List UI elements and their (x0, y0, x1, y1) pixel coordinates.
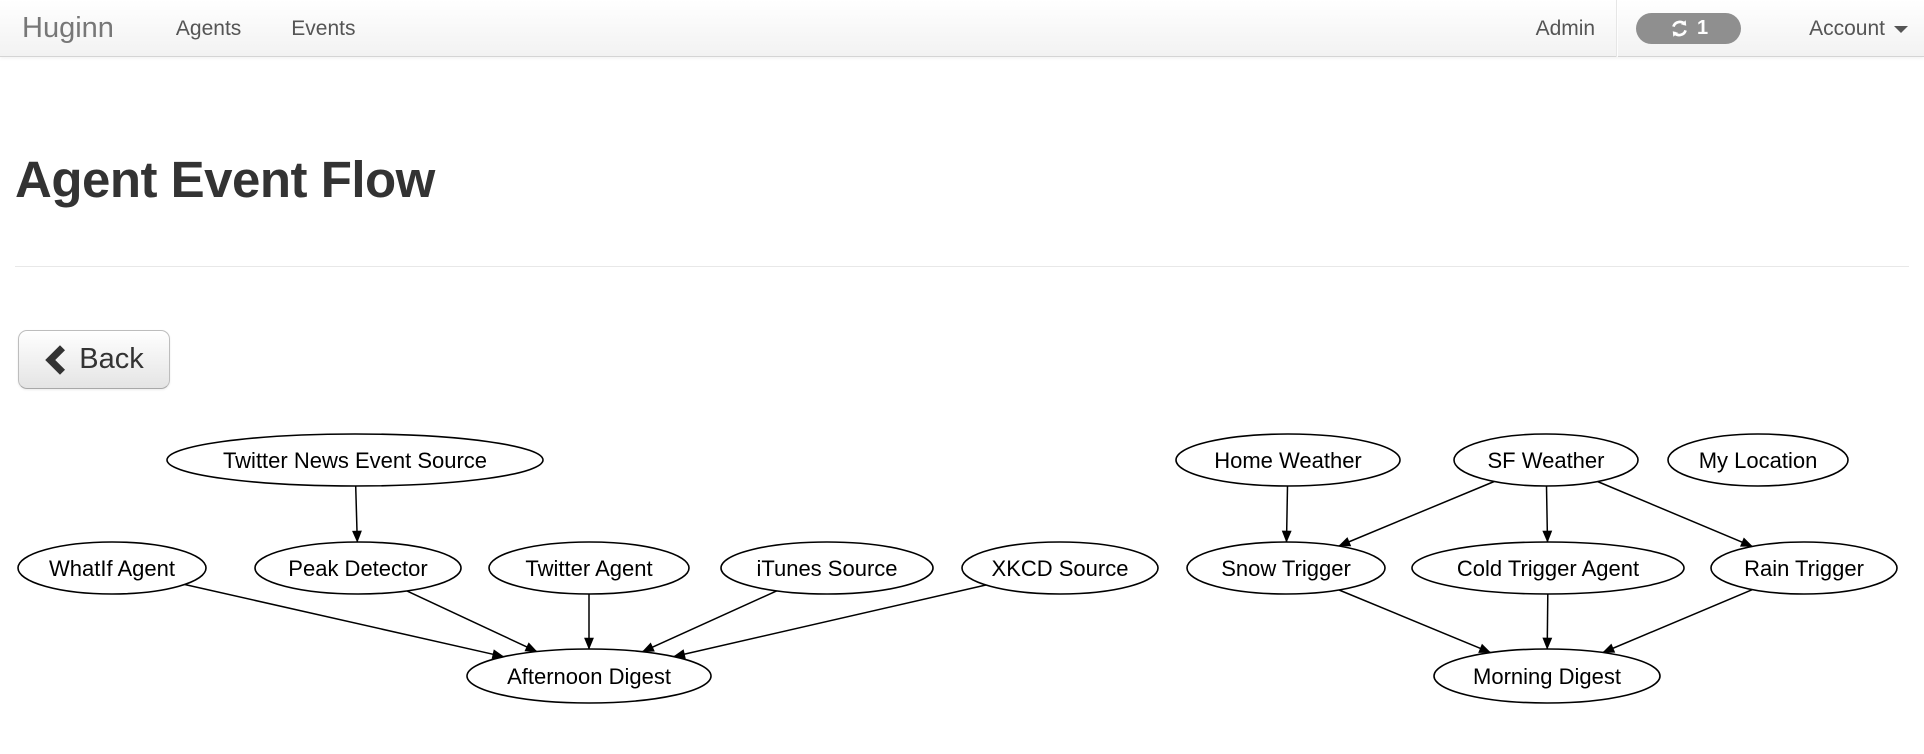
nav-item-agents[interactable]: Agents (175, 16, 242, 40)
graph-edge-sf-weather-to-cold-trigger-agent (1542, 485, 1553, 543)
graph-node-my-location (1667, 433, 1849, 487)
graph-edge-peak-detector-to-afternoon-digest (406, 590, 538, 653)
title-divider (15, 266, 1909, 267)
job-count-badge[interactable]: 1 (1636, 12, 1742, 44)
graph-node-xkcd-source (961, 541, 1159, 595)
graph-node-itunes-source (720, 541, 934, 595)
graph-node-label-rain-trigger: Rain Trigger (1744, 556, 1864, 581)
graph-node-twitter-agent (488, 541, 690, 595)
page-title: Agent Event Flow (15, 151, 435, 208)
graph-edge-cold-trigger-agent-to-morning-digest (1542, 593, 1553, 650)
navbar-right: Admin 1 Account (1536, 0, 1908, 57)
graph-node-label-twitter-agent: Twitter Agent (525, 556, 652, 581)
account-menu[interactable]: Account (1809, 0, 1908, 57)
graph-node-label-morning-digest: Morning Digest (1473, 664, 1621, 689)
navbar-divider (1616, 0, 1618, 57)
graph-node-label-xkcd-source: XKCD Source (992, 556, 1129, 581)
graph-node-label-home-weather: Home Weather (1214, 448, 1362, 473)
chevron-left-icon (45, 344, 66, 375)
graph-edge-snow-trigger-to-morning-digest (1338, 589, 1492, 654)
graph-edge-sf-weather-to-snow-trigger (1338, 480, 1495, 547)
graph-edge-rain-trigger-to-morning-digest (1602, 588, 1753, 654)
graph-node-label-snow-trigger: Snow Trigger (1221, 556, 1351, 581)
graph-node-label-itunes-source: iTunes Source (756, 556, 897, 581)
graph-edge-sf-weather-to-rain-trigger (1597, 480, 1753, 548)
graph-node-cold-trigger-agent (1411, 541, 1685, 595)
graph-node-home-weather (1175, 433, 1401, 487)
back-button[interactable]: Back (18, 330, 170, 389)
graph-node-snow-trigger (1186, 541, 1386, 595)
graph-node-whatif-agent (17, 541, 207, 595)
nav-item-admin[interactable]: Admin (1535, 16, 1596, 40)
graph-node-label-afternoon-digest: Afternoon Digest (507, 664, 671, 689)
graph-edge-whatif-agent-to-afternoon-digest (184, 583, 505, 660)
graph-edge-twitter-news-event-source-to-peak-detector (352, 485, 362, 543)
graph-edge-home-weather-to-snow-trigger (1281, 485, 1292, 543)
back-button-label: Back (79, 343, 144, 375)
graph-node-label-twitter-news-event-source: Twitter News Event Source (223, 448, 487, 473)
graph-node-label-whatif-agent: WhatIf Agent (49, 556, 175, 581)
navbar: Huginn Agents Events Admin 1 Account (0, 0, 1924, 57)
refresh-icon (1672, 19, 1687, 37)
nav-item-events[interactable]: Events (291, 16, 356, 40)
graph-node-afternoon-digest (466, 648, 712, 704)
graph-node-rain-trigger (1710, 541, 1898, 595)
graph-node-label-my-location: My Location (1699, 448, 1818, 473)
graph-node-label-peak-detector: Peak Detector (288, 556, 427, 581)
graph-node-peak-detector (254, 541, 462, 595)
graph-node-label-sf-weather: SF Weather (1488, 448, 1605, 473)
graph-node-label-cold-trigger-agent: Cold Trigger Agent (1457, 556, 1639, 581)
graph-edge-itunes-source-to-afternoon-digest (641, 590, 777, 653)
caret-down-icon (1894, 26, 1908, 33)
account-label: Account (1809, 16, 1885, 40)
graph-node-sf-weather (1453, 433, 1639, 487)
graph-node-morning-digest (1433, 648, 1661, 704)
graph-edge-xkcd-source-to-afternoon-digest (672, 584, 987, 659)
graph-node-twitter-news-event-source (166, 433, 544, 487)
nav-links: Agents Events (176, 0, 356, 57)
brand-link[interactable]: Huginn (22, 11, 114, 44)
job-count: 1 (1697, 16, 1709, 39)
